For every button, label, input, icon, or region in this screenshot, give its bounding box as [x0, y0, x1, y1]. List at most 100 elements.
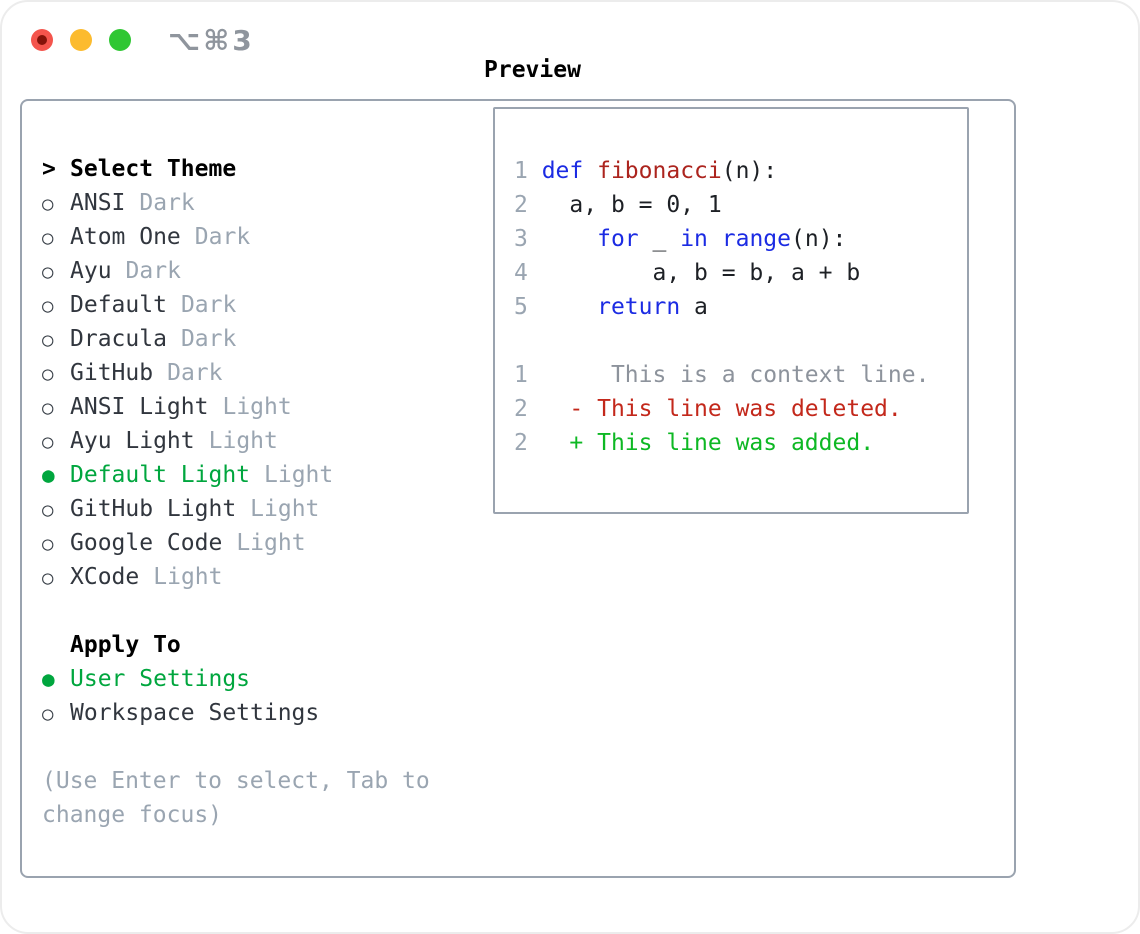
code-line: 1 def fibonacci(n): — [514, 154, 967, 188]
apply-to-options-list: ● User Settings ○Workspace Settings — [42, 662, 462, 730]
theme-name: GitHub Light — [70, 496, 237, 522]
keyboard-hint-text: (Use Enter to select, Tab to change focu… — [42, 768, 430, 828]
apply-to-heading-label: Apply To — [70, 632, 181, 658]
line-number: 3 — [514, 226, 542, 252]
code-token-pl: a — [680, 294, 708, 320]
code-line: 2 + This line was added. — [514, 426, 967, 460]
code-line: 2 - This line was deleted. — [514, 392, 967, 426]
theme-name: XCode — [70, 564, 140, 590]
code-token-pl — [542, 226, 597, 252]
code-blank-line — [514, 324, 967, 358]
theme-name: Google Code — [70, 530, 223, 556]
line-number: 4 — [514, 260, 542, 286]
radio-unselected-icon: ○ — [42, 329, 54, 351]
title-bar: ⌥⌘3 — [2, 2, 1138, 78]
theme-option-github-light-light[interactable]: ○ GitHub Light Light — [42, 492, 462, 526]
theme-name: ANSI — [70, 190, 126, 216]
radio-selected-icon: ● — [42, 667, 55, 691]
radio-unselected-icon: ○ — [42, 533, 54, 555]
radio-unselected-icon: ○ — [42, 227, 54, 249]
code-token-pl — [583, 158, 597, 184]
radio-unselected-icon: ○ — [42, 397, 54, 419]
theme-option-atom-one-dark[interactable]: ○ Atom One Dark — [42, 220, 462, 254]
theme-variant-tag: Dark — [180, 326, 237, 352]
theme-name: Dracula — [70, 326, 167, 352]
code-token-pl: _ — [638, 226, 681, 252]
zoom-button[interactable] — [109, 29, 131, 51]
code-token-pl: (n): — [791, 226, 847, 252]
theme-name: Atom One — [70, 224, 181, 250]
select-theme-heading: > Select Theme — [42, 152, 462, 186]
radio-unselected-icon: ○ — [42, 703, 54, 725]
apply-option-user-settings[interactable]: ● User Settings — [42, 662, 462, 696]
window-shortcut-label: ⌥⌘3 — [168, 24, 255, 57]
theme-option-dracula-dark[interactable]: ○ Dracula Dark — [42, 322, 462, 356]
minimize-button[interactable] — [70, 29, 92, 51]
code-token-fn: fibonacci — [597, 158, 722, 184]
code-line: 3 for _ in range(n): — [514, 222, 967, 256]
radio-unselected-icon: ○ — [42, 499, 54, 521]
theme-option-google-code-light[interactable]: ○ Google Code Light — [42, 526, 462, 560]
line-number: 2 — [514, 396, 542, 422]
theme-variant-tag: Dark — [167, 360, 223, 386]
theme-variant-tag: Light — [208, 428, 278, 454]
list-gap — [42, 730, 462, 764]
code-line: 1 This is a context line. — [514, 358, 967, 392]
apply-option-workspace-settings[interactable]: ○Workspace Settings — [42, 696, 462, 730]
code-token-kw: return — [597, 294, 681, 320]
focus-caret-icon: > — [42, 156, 56, 182]
line-number: 2 — [514, 192, 542, 218]
theme-option-xcode-light[interactable]: ○ XCode Light — [42, 560, 462, 594]
code-token-pl — [542, 294, 597, 320]
line-number: 5 — [514, 294, 542, 320]
code-line: 5 return a — [514, 290, 967, 324]
theme-variant-tag: Dark — [180, 292, 237, 318]
line-number: 1 — [514, 362, 542, 388]
theme-variant-tag: Light — [250, 496, 320, 522]
theme-variant-tag: Dark — [139, 190, 195, 216]
theme-option-ansi-dark[interactable]: ○ ANSI Dark — [42, 186, 462, 220]
code-token-kw: def — [541, 158, 584, 184]
code-token-del: - This line was deleted. — [541, 396, 902, 422]
code-token-kw: in — [680, 226, 708, 252]
radio-unselected-icon: ○ — [42, 261, 54, 283]
code-token-pl — [708, 226, 722, 252]
close-button[interactable] — [31, 29, 53, 51]
theme-option-ansi-light-light[interactable]: ○ ANSI Light Light — [42, 390, 462, 424]
list-gap — [42, 594, 462, 628]
code-token-pl: a, b = b, a + b — [541, 260, 861, 286]
radio-unselected-icon: ○ — [42, 567, 54, 589]
apply-option-label: User Settings — [70, 666, 251, 692]
radio-unselected-icon: ○ — [42, 431, 54, 453]
code-token-kw: for — [597, 226, 639, 252]
radio-unselected-icon: ○ — [42, 193, 54, 215]
radio-unselected-icon: ○ — [42, 363, 54, 385]
apply-to-heading: Apply To — [42, 628, 462, 662]
line-number: 1 — [514, 158, 542, 184]
theme-variant-tag: Dark — [194, 224, 251, 250]
radio-unselected-icon: ○ — [42, 295, 54, 317]
theme-name: Ayu — [70, 258, 112, 284]
theme-name: ANSI Light — [70, 394, 209, 420]
select-theme-heading-label: Select Theme — [70, 156, 237, 182]
code-token-ctx: This is a context line. — [541, 362, 930, 388]
theme-variant-tag: Light — [153, 564, 223, 590]
code-line: 2 a, b = 0, 1 — [514, 188, 967, 222]
line-number: 2 — [514, 430, 542, 456]
theme-variant-tag: Light — [222, 394, 292, 420]
code-token-kw: range — [721, 226, 791, 252]
theme-variant-tag: Light — [236, 530, 306, 556]
theme-name: Default Light — [70, 462, 251, 488]
code-token-add: + This line was added. — [541, 430, 875, 456]
code-token-pl: (n): — [721, 158, 778, 184]
